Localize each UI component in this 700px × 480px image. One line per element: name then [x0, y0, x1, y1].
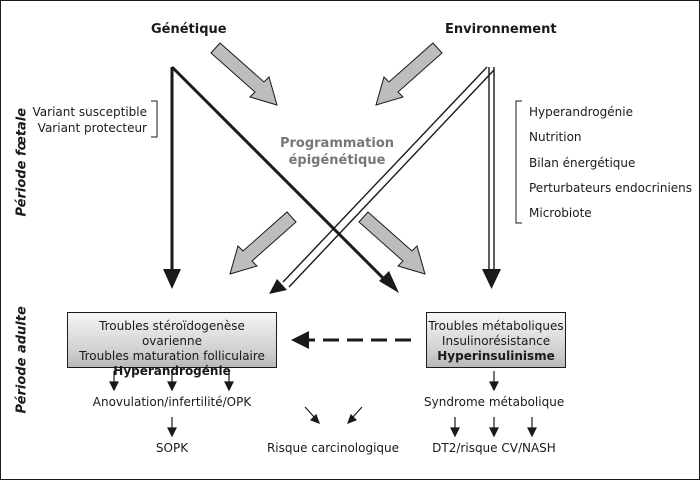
- env-factor-bilan-energetique: Bilan énergétique: [529, 156, 636, 170]
- variant-protecteur: Variant protecteur: [37, 121, 147, 135]
- grey-arrow-bottom-left: [229, 211, 297, 275]
- left-small-arrows: [109, 371, 234, 438]
- genetic-diagonal-arrow: [170, 65, 399, 293]
- periode-adulte-label: Période adulte: [14, 306, 30, 414]
- environnement-heading: Environnement: [445, 22, 557, 37]
- periode-foetale-label: Période fœtale: [14, 107, 30, 217]
- env-factor-microbiote: Microbiote: [529, 206, 592, 220]
- box-left-line3: Hyperandrogénie: [113, 364, 231, 378]
- grey-arrow-top-right: [375, 42, 443, 106]
- genetique-heading: Génétique: [151, 22, 227, 37]
- variant-susceptible: Variant susceptible: [32, 105, 147, 119]
- dashed-left-arrow: [291, 331, 411, 349]
- environment-down-arrow: [482, 67, 501, 289]
- box-metabolic-troubles: Troubles métaboliques Insulinorésistance…: [426, 312, 566, 368]
- outcome-syndrome-metabolique: Syndrome métabolique: [424, 395, 565, 409]
- env-factor-nutrition: Nutrition: [529, 130, 582, 144]
- outcome-sopk: SOPK: [155, 441, 189, 455]
- box-left-line2: Troubles maturation folliculaire: [79, 349, 265, 363]
- environment-diagonal-arrow: [269, 66, 495, 294]
- right-small-arrows: [450, 371, 537, 438]
- outcome-risque-carcinologique: Risque carcinologique: [266, 441, 400, 455]
- center-small-arrows: [304, 406, 363, 425]
- genetic-variants-bracket: [151, 100, 158, 138]
- box-ovarian-troubles: Troubles stéroïdogenèse ovarienne Troubl…: [67, 312, 277, 378]
- programmation-line2: épigénétique: [288, 153, 386, 168]
- environment-factors-bracket: [515, 100, 522, 224]
- box-right-line1: Troubles métaboliques: [428, 319, 564, 333]
- outcome-dt2-cv-nash: DT2/risque CV/NASH: [432, 441, 556, 455]
- box-right-line2: Insulinorésistance: [441, 334, 551, 348]
- box-left-line1: Troubles stéroïdogenèse ovarienne: [99, 319, 245, 348]
- programmation-line1: Programmation: [279, 136, 395, 151]
- outcome-anovulation: Anovulation/infertilité/OPK: [92, 395, 252, 409]
- programmation-label: Programmation épigénétique: [277, 135, 397, 169]
- env-factor-perturbateurs: Perturbateurs endocriniens: [529, 181, 693, 195]
- genetic-down-arrow: [163, 67, 181, 289]
- box-right-line3: Hyperinsulinisme: [437, 349, 555, 363]
- env-factor-hyperandrogenie: Hyperandrogénie: [529, 105, 633, 119]
- grey-arrow-bottom-right: [358, 211, 426, 275]
- grey-arrow-top-left: [210, 42, 278, 106]
